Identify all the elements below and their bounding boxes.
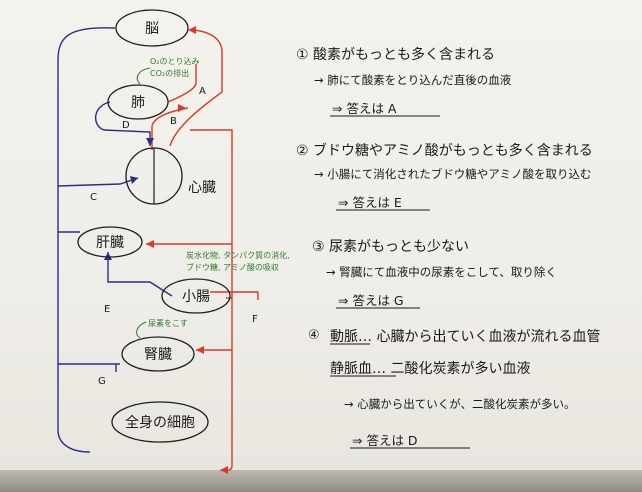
table-edge [0, 470, 642, 492]
q2-explanation: → 小腸にて消化されたブドウ糖やアミノ酸を取り込む [314, 167, 592, 181]
vessel-label-c: C [90, 192, 97, 203]
q4-answer: ⇒ 答えは D [352, 433, 418, 448]
vessel-label-b: B [170, 116, 177, 127]
brain-label: 脳 [145, 21, 159, 37]
vessel-label-e: E [104, 304, 110, 315]
brain-organ [115, 9, 189, 47]
small-intestine-label: 小腸 [182, 289, 210, 305]
kidney-note: 尿素をこす [148, 318, 188, 328]
vessel-label-g: G [98, 376, 106, 387]
kidney-label: 腎臓 [144, 347, 172, 363]
vessel-a [167, 64, 197, 103]
q2-answer: ⇒ 答えは E [338, 195, 402, 210]
body-cells-organ [111, 401, 209, 443]
q3-explanation: → 腎臓にて血液中の尿素をこして、取り除く [326, 265, 557, 279]
vessel-brain-return [57, 27, 116, 453]
vessel-f [210, 291, 259, 300]
kidney-organ [121, 336, 195, 372]
liver-label: 肝臓 [96, 235, 124, 251]
q4-artery-definition: 動脈… 心臓から出ていく血液が流れる血管 [330, 329, 601, 345]
vessel-label-f: F [252, 314, 258, 325]
lung-organ [107, 84, 169, 120]
q1-answer: ⇒ 答えは A [332, 101, 397, 116]
liver-organ [77, 226, 143, 258]
vessel-lung-out-to-heart [95, 101, 151, 146]
q3-title: ③ 尿素がもっとも少ない [312, 239, 470, 255]
lung-note-line2: CO₂の排出 [150, 68, 189, 78]
q4-vein-definition: 静脈血… 二酸化炭素が多い血液 [330, 361, 531, 377]
lung-label: 肺 [131, 95, 145, 111]
vessel-e-liver [107, 252, 173, 297]
heart-label: 心臓 [188, 180, 216, 196]
vessel-to-brain [169, 29, 223, 147]
lung-note-line1: O₂のとり込み [150, 57, 200, 66]
q2-title: ② ブドウ糖やアミノ酸がもっとも多く含まれる [296, 143, 593, 159]
vessel-label-a: A [199, 86, 206, 97]
q1-title: ① 酸素がもっとも多く含まれる [296, 47, 496, 63]
intestine-note-line2: ブドウ糖, アミノ酸の吸収 [186, 262, 279, 272]
q4-explanation: → 心臓から出ていくが、二酸化炭素が多い。 [344, 397, 576, 411]
q3-answer: ⇒ 答えは G [338, 293, 404, 308]
body-cells-label: 全身の細胞 [125, 414, 195, 431]
q4-marker: ④ [308, 328, 320, 343]
intestine-note-line1: 炭水化物, タンパク質の消化, [186, 250, 290, 260]
vessel-label-d: D [122, 120, 130, 131]
q1-explanation: → 肺にて酸素をとり込んだ直後の血液 [314, 73, 512, 87]
small-intestine-organ [161, 278, 231, 314]
